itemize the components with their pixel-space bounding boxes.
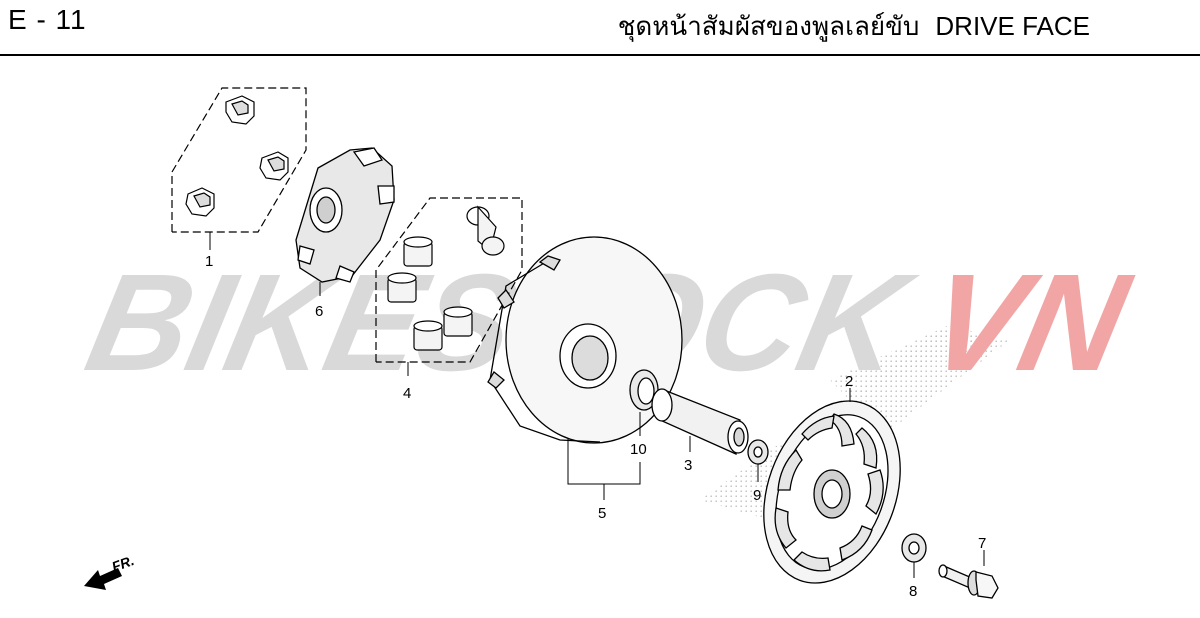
part-4-roller-group[interactable]: 4 — [375, 197, 523, 402]
fan-drive-face-icon — [763, 400, 901, 584]
callout-10: 10 — [630, 441, 647, 458]
direction-label: FR. — [110, 552, 137, 575]
part-6-ramp-plate[interactable]: 6 — [295, 147, 395, 320]
slider-piece-icon — [225, 95, 255, 125]
callout-9: 9 — [753, 487, 761, 504]
part-7-flange-bolt[interactable]: 7 — [938, 535, 999, 599]
arrow-left-down-icon — [84, 568, 122, 590]
weight-roller-icon — [466, 205, 505, 256]
callout-8: 8 — [909, 583, 917, 600]
ramp-plate-icon — [295, 147, 395, 283]
part-3-collar[interactable]: 3 — [651, 388, 749, 474]
watermark-main-text: BIKESTOCK — [75, 245, 927, 399]
weight-roller-icon — [387, 272, 417, 303]
weight-roller-icon — [413, 320, 443, 351]
oil-seal-icon — [629, 369, 659, 411]
front-direction-indicator: FR. — [84, 552, 136, 590]
weight-roller-icon — [443, 306, 473, 337]
weight-roller-icon — [403, 236, 433, 267]
callout-2: 2 — [845, 373, 853, 390]
callout-6: 6 — [315, 303, 323, 320]
washer-icon — [901, 533, 927, 563]
callout-5: 5 — [598, 505, 606, 522]
slider-piece-icon — [185, 187, 215, 217]
washer-icon — [747, 439, 769, 465]
callout-3: 3 — [684, 457, 692, 474]
callout-7: 7 — [978, 535, 986, 552]
header-rule — [0, 54, 1200, 56]
page-title: ชุดหน้าสัมผัสของพูลเลย์ขับ DRIVE FACE — [618, 6, 1090, 47]
page-title-thai: ชุดหน้าสัมผัสของพูลเลย์ขับ — [617, 12, 920, 42]
callout-1: 1 — [205, 253, 213, 270]
part-8-washer[interactable]: 8 — [901, 533, 927, 600]
page-title-english: DRIVE FACE — [935, 11, 1090, 41]
page-code: E - 11 — [8, 4, 87, 35]
part-10-oil-seal[interactable]: 10 — [629, 369, 659, 458]
part-9-washer[interactable]: 9 — [747, 439, 769, 504]
flange-bolt-icon — [938, 564, 999, 599]
watermark-accent-text: VN — [915, 245, 1143, 399]
part-1-slider-group[interactable]: 1 — [171, 87, 307, 270]
collar-sleeve-icon — [651, 388, 749, 455]
callout-4: 4 — [403, 385, 411, 402]
part-2-drive-face[interactable]: 2 — [740, 373, 925, 602]
slider-piece-icon — [259, 151, 289, 181]
watermark: BIKESTOCK VN — [75, 245, 1143, 399]
